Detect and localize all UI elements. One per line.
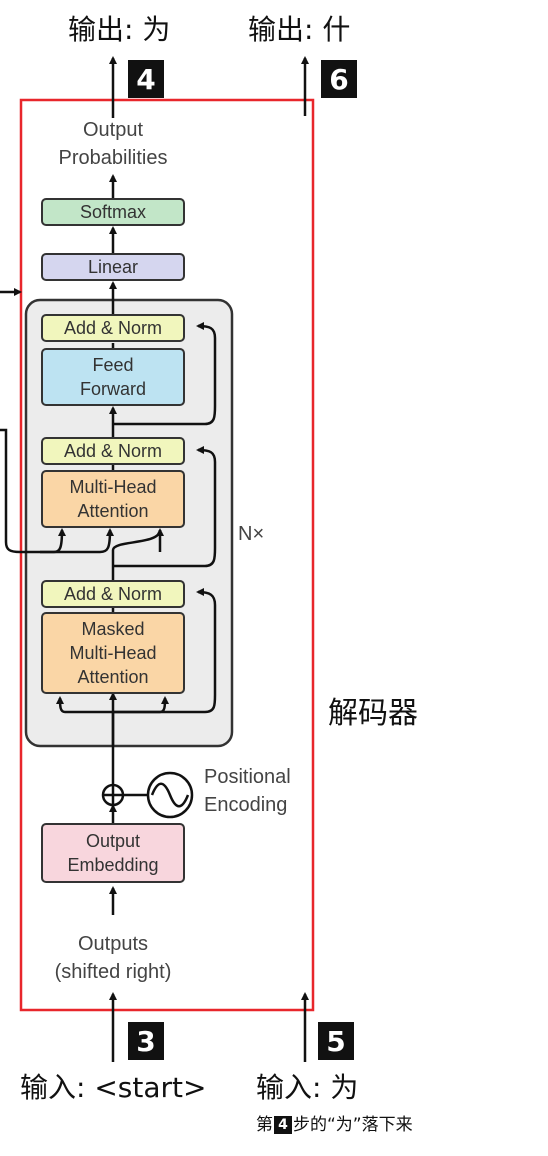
output-probabilities-label: Output Probabilities [58,119,168,169]
repeat-label: N× [238,523,265,545]
top-output-label-2: 输出: 什 [248,13,351,46]
decoder-highlight-border [19,98,315,1012]
softmax-box: Softmax [41,198,185,226]
decoder-label: 解码器 [328,696,418,731]
step-badge-5: 5 [318,1022,354,1060]
add-norm-box-2: Add & Norm [41,437,185,465]
masked-attention-box: Masked Multi-Head Attention [41,612,185,694]
output-embedding-box: Output Embedding [41,823,185,883]
feed-forward-box: Feed Forward [41,348,185,406]
add-norm-box-3: Add & Norm [41,314,185,342]
step-badge-6: 6 [321,60,357,98]
outputs-shifted-label: Outputs (shifted right) [54,933,172,983]
step-badge-4: 4 [128,60,164,98]
bottom-input-label-1: 输入: <start> [20,1071,207,1104]
top-output-label-1: 输出: 为 [68,13,171,46]
add-norm-box-1: Add & Norm [41,580,185,608]
multi-head-attention-box: Multi-Head Attention [41,470,185,528]
positional-encoding-label: Positional Encoding [204,766,291,816]
step-badge-3: 3 [128,1022,164,1060]
bottom-input-label-2: 输入: 为 [256,1071,359,1104]
note-step-badge: 4 [274,1116,292,1134]
linear-box: Linear [41,253,185,281]
